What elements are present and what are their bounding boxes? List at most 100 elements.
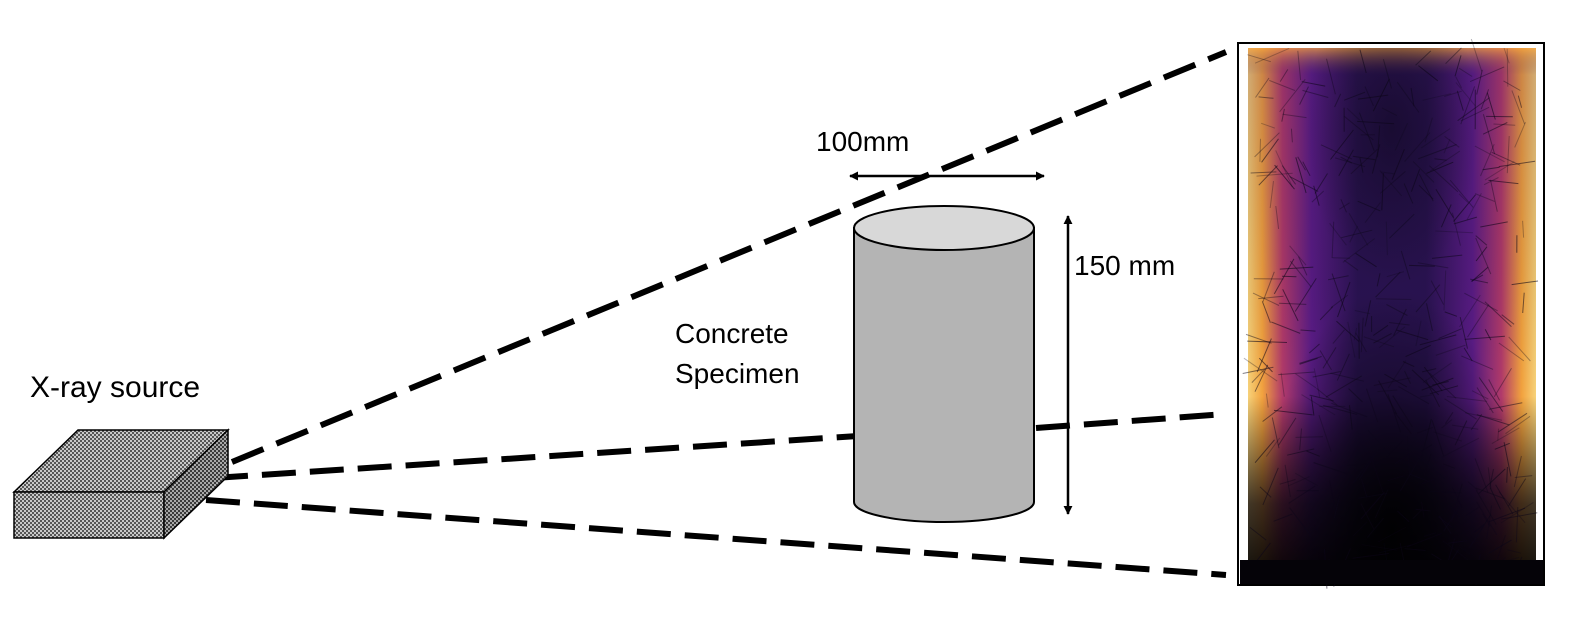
scan-fiber bbox=[1290, 128, 1293, 143]
scan-fiber bbox=[1430, 490, 1463, 494]
scan-fiber bbox=[1483, 177, 1499, 186]
scan-fiber bbox=[1282, 289, 1299, 322]
scan-fiber bbox=[1364, 202, 1381, 223]
scan-fiber bbox=[1372, 78, 1390, 112]
scan-fiber bbox=[1333, 495, 1341, 519]
scan-fiber bbox=[1484, 301, 1512, 327]
scan-fiber bbox=[1348, 213, 1369, 246]
scan-fiber bbox=[1480, 221, 1508, 228]
scan-fiber bbox=[1454, 420, 1468, 446]
scan-fiber bbox=[1409, 473, 1427, 482]
scan-fiber bbox=[1288, 476, 1310, 487]
scan-fiber bbox=[1271, 321, 1301, 334]
scan-fiber bbox=[1466, 192, 1482, 220]
scan-fiber bbox=[1441, 419, 1453, 429]
scan-fiber bbox=[1377, 526, 1407, 543]
scan-fiber bbox=[1498, 342, 1525, 362]
scan-fiber bbox=[1426, 303, 1433, 332]
scan-fiber bbox=[1474, 145, 1505, 163]
scan-fiber bbox=[1429, 385, 1459, 395]
xray-beam-lines bbox=[205, 49, 1228, 578]
scan-fiber bbox=[1343, 115, 1374, 141]
scan-fiber bbox=[1373, 333, 1392, 344]
scan-fiber bbox=[1432, 381, 1449, 386]
scan-fiber bbox=[1453, 194, 1476, 222]
scan-fiber bbox=[1346, 463, 1376, 466]
scan-fiber bbox=[1475, 487, 1505, 500]
scan-fiber bbox=[1376, 298, 1412, 300]
scan-fiber bbox=[1476, 501, 1498, 536]
scan-fiber bbox=[1522, 292, 1525, 314]
scan-fiber bbox=[1419, 334, 1457, 346]
scan-fiber bbox=[1348, 388, 1363, 403]
scan-fiber bbox=[1493, 123, 1516, 126]
scan-fiber bbox=[1507, 478, 1527, 507]
scan-fiber bbox=[1444, 412, 1454, 424]
scan-fiber bbox=[1421, 444, 1433, 452]
scan-fiber bbox=[1355, 252, 1377, 268]
scan-fiber bbox=[1410, 87, 1415, 107]
scan-fiber bbox=[1256, 338, 1272, 373]
scan-fiber bbox=[1357, 120, 1395, 125]
scan-fiber bbox=[1500, 501, 1534, 524]
scan-fiber bbox=[1450, 505, 1460, 518]
scan-fiber bbox=[1435, 188, 1454, 218]
scan-fiber bbox=[1373, 324, 1389, 336]
scan-fiber bbox=[1315, 497, 1337, 530]
scan-fiber bbox=[1482, 166, 1500, 171]
scan-fiber bbox=[1289, 245, 1307, 266]
scan-fiber bbox=[1278, 417, 1297, 446]
scan-fiber bbox=[1474, 193, 1495, 202]
scan-fiber bbox=[1295, 157, 1307, 194]
scan-fiber bbox=[1282, 113, 1307, 119]
scan-fiber bbox=[1344, 91, 1366, 101]
scan-fiber bbox=[1488, 179, 1519, 185]
beam-lower-line bbox=[205, 497, 1227, 578]
scan-fiber bbox=[1275, 150, 1293, 188]
scan-fiber bbox=[1443, 270, 1447, 311]
scan-fiber bbox=[1506, 466, 1508, 483]
scan-fiber bbox=[1488, 539, 1512, 554]
scan-fiber bbox=[1331, 221, 1335, 259]
scan-fiber bbox=[1426, 161, 1454, 174]
scan-fiber bbox=[1279, 479, 1296, 485]
scan-fiber bbox=[1465, 412, 1503, 421]
scan-fiber bbox=[1470, 414, 1483, 431]
scan-fiber bbox=[1358, 453, 1377, 481]
scan-fiber bbox=[1411, 369, 1440, 396]
scan-fiber bbox=[1389, 322, 1410, 326]
beam-center-line-right bbox=[1035, 411, 1227, 431]
scan-fiber bbox=[1471, 390, 1489, 400]
scan-fiber bbox=[1279, 69, 1289, 82]
scan-fiber bbox=[1476, 69, 1483, 95]
scan-fiber bbox=[1323, 404, 1358, 415]
scan-fiber bbox=[1300, 329, 1316, 332]
scan-fiber bbox=[1511, 280, 1539, 286]
scan-fiber bbox=[1334, 93, 1342, 108]
scan-fiber bbox=[1386, 271, 1405, 278]
scan-fiber bbox=[1482, 122, 1508, 135]
scan-fiber bbox=[1416, 426, 1434, 434]
scan-fiber bbox=[1247, 54, 1271, 63]
scan-fiber bbox=[1404, 548, 1426, 551]
scan-fiber bbox=[1488, 379, 1501, 401]
scan-fiber bbox=[1336, 320, 1360, 342]
scan-fiber bbox=[1299, 86, 1309, 105]
scan-fiber bbox=[1480, 144, 1495, 177]
scan-fiber bbox=[1514, 475, 1533, 478]
ct-scan-image bbox=[1237, 38, 1545, 589]
scan-fiber bbox=[1442, 540, 1472, 563]
beam-upper-line bbox=[230, 49, 1228, 465]
scan-fiber bbox=[1423, 532, 1437, 537]
scan-fiber bbox=[1441, 437, 1480, 458]
scan-fiber bbox=[1313, 368, 1321, 397]
scan-fiber bbox=[1399, 458, 1420, 492]
scan-fiber bbox=[1489, 402, 1523, 410]
scan-fiber bbox=[1360, 478, 1368, 497]
scan-fiber bbox=[1459, 67, 1473, 77]
scan-fiber bbox=[1408, 264, 1435, 267]
scan-fiber bbox=[1490, 179, 1498, 212]
scan-fiber bbox=[1471, 274, 1484, 282]
scan-fiber bbox=[1503, 47, 1510, 64]
